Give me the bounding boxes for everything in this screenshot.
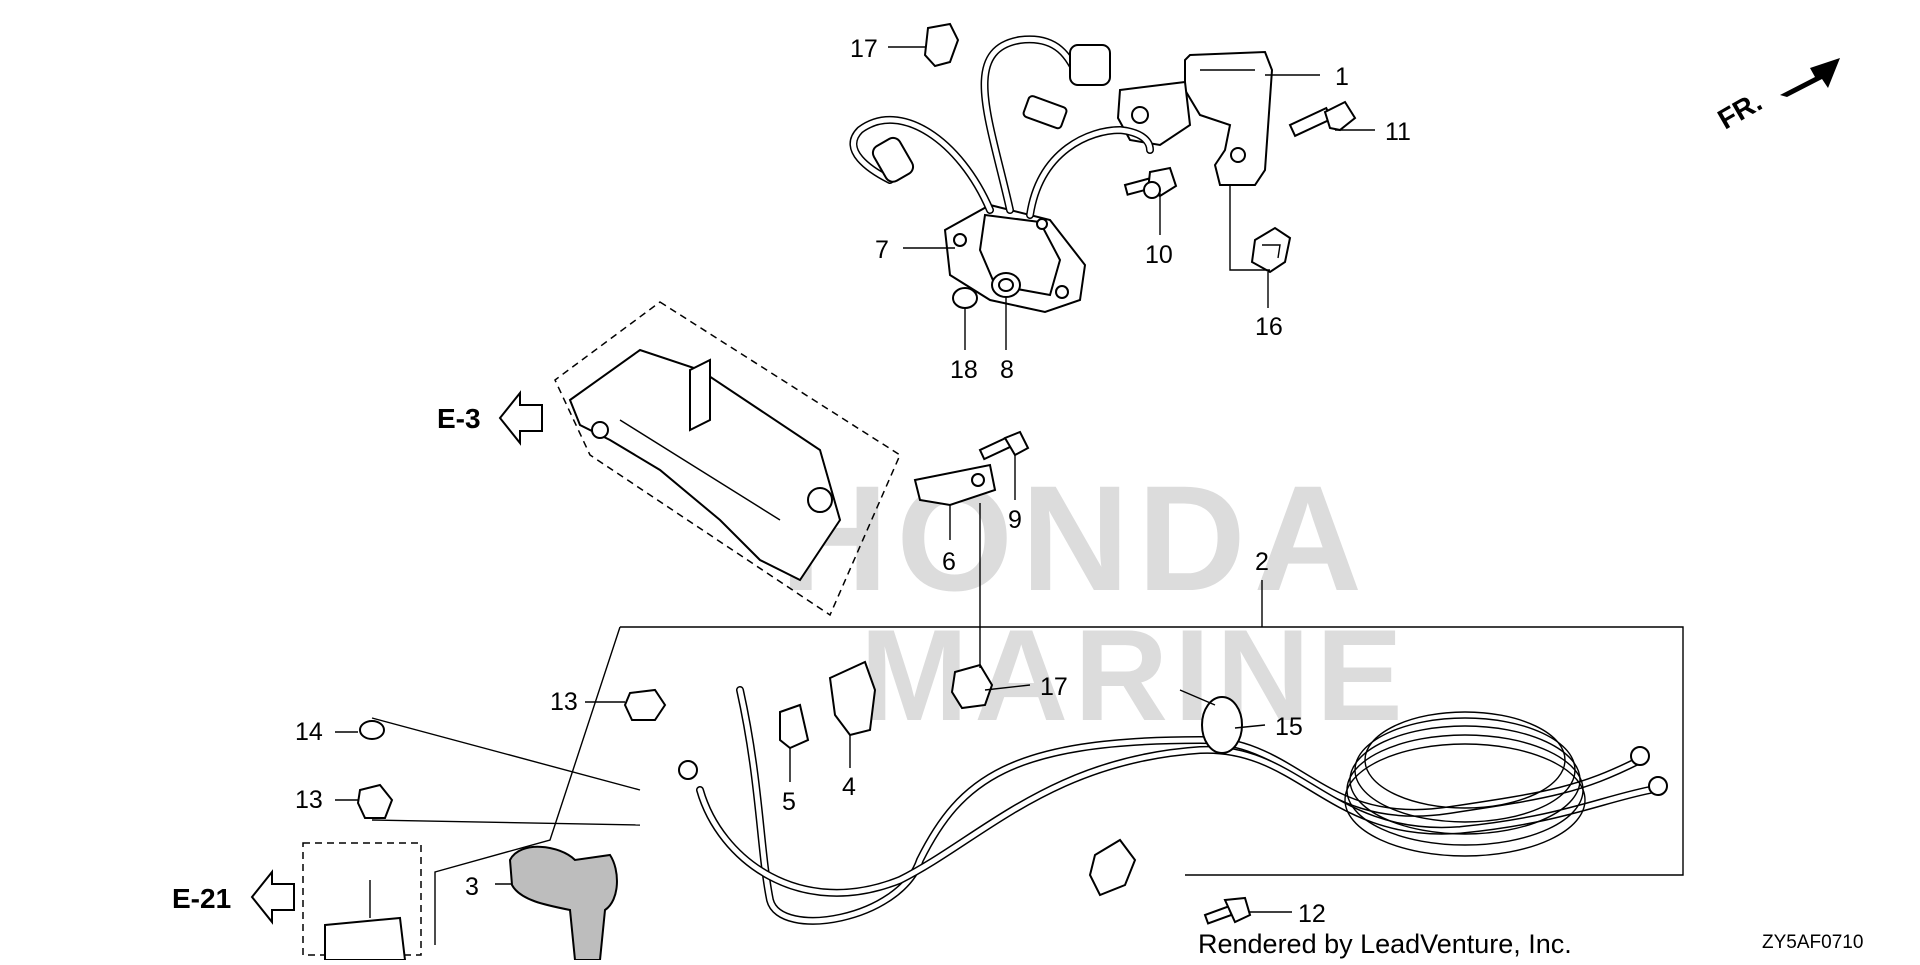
callout-18: 18 — [950, 356, 978, 384]
nut-part-13-upper[interactable] — [623, 688, 667, 721]
cover-part-4[interactable] — [828, 660, 877, 737]
bolt-part-11[interactable] — [1288, 100, 1357, 138]
module-harness — [849, 35, 1161, 219]
harness-part-2[interactable] — [434, 626, 1684, 945]
watermark-honda: HONDA — [780, 454, 1370, 622]
callout-13a: 13 — [550, 688, 578, 716]
callout-10: 10 — [1145, 241, 1173, 269]
grommet-part-8[interactable] — [991, 272, 1021, 298]
left-arrow-icon — [498, 390, 543, 446]
callout-5: 5 — [782, 788, 796, 816]
band-part-15[interactable] — [1179, 689, 1243, 754]
callout-6: 6 — [942, 548, 956, 576]
honda-marine-watermark: HONDA MARINE — [780, 454, 1409, 748]
bolt-part-9[interactable] — [978, 430, 1030, 461]
bracket-part-6[interactable] — [913, 463, 997, 507]
diagram-code: ZY5AF0710 — [1762, 932, 1863, 953]
bolt-part-12[interactable] — [1203, 896, 1252, 925]
callout-13b: 13 — [295, 786, 323, 814]
callout-1: 1 — [1335, 63, 1349, 91]
callout-7: 7 — [875, 236, 889, 264]
callout-8: 8 — [1000, 356, 1014, 384]
front-label: FR. — [1713, 86, 1768, 135]
clip-part-16[interactable] — [1250, 226, 1292, 274]
washer-part-14[interactable] — [359, 720, 385, 740]
grommet-part-18[interactable] — [952, 287, 978, 309]
callout-9: 9 — [1008, 506, 1022, 534]
callout-labels: 1 2 3 4 5 6 7 8 9 10 11 12 13 13 14 15 1… — [295, 35, 1411, 928]
callout-17b: 17 — [1040, 673, 1068, 701]
boot-part-3[interactable] — [508, 845, 618, 961]
rendered-by-credit: Rendered by LeadVenture, Inc. — [1198, 929, 1572, 959]
leader-lines — [335, 46, 1375, 913]
callout-16: 16 — [1255, 313, 1283, 341]
clip-part-17-top[interactable] — [923, 22, 960, 68]
nav-e3-label: E-3 — [437, 403, 481, 434]
callout-14: 14 — [295, 718, 323, 746]
callout-4: 4 — [842, 773, 856, 801]
callout-11: 11 — [1385, 118, 1411, 146]
left-arrow-icon — [250, 869, 295, 925]
engine-bracket-inset — [554, 301, 901, 617]
cap-part-5[interactable] — [779, 703, 810, 750]
callout-3: 3 — [465, 873, 479, 901]
front-arrow-icon — [1780, 58, 1840, 97]
harness-coil — [1344, 711, 1586, 857]
front-direction-indicator: FR. — [1713, 58, 1840, 135]
bracket-part-1[interactable] — [1116, 50, 1274, 186]
nut-part-13-lower[interactable] — [356, 783, 394, 819]
callout-15: 15 — [1275, 713, 1303, 741]
harness-clamp — [1088, 838, 1137, 897]
watermark-marine: MARINE — [860, 602, 1409, 748]
nav-e21[interactable]: E-21 — [172, 869, 295, 925]
callout-2: 2 — [1255, 548, 1269, 576]
nav-e21-label: E-21 — [172, 883, 231, 914]
callout-12: 12 — [1298, 900, 1326, 928]
nav-e3[interactable]: E-3 — [437, 390, 543, 446]
callout-17a: 17 — [850, 35, 878, 63]
starter-inset — [302, 842, 422, 961]
